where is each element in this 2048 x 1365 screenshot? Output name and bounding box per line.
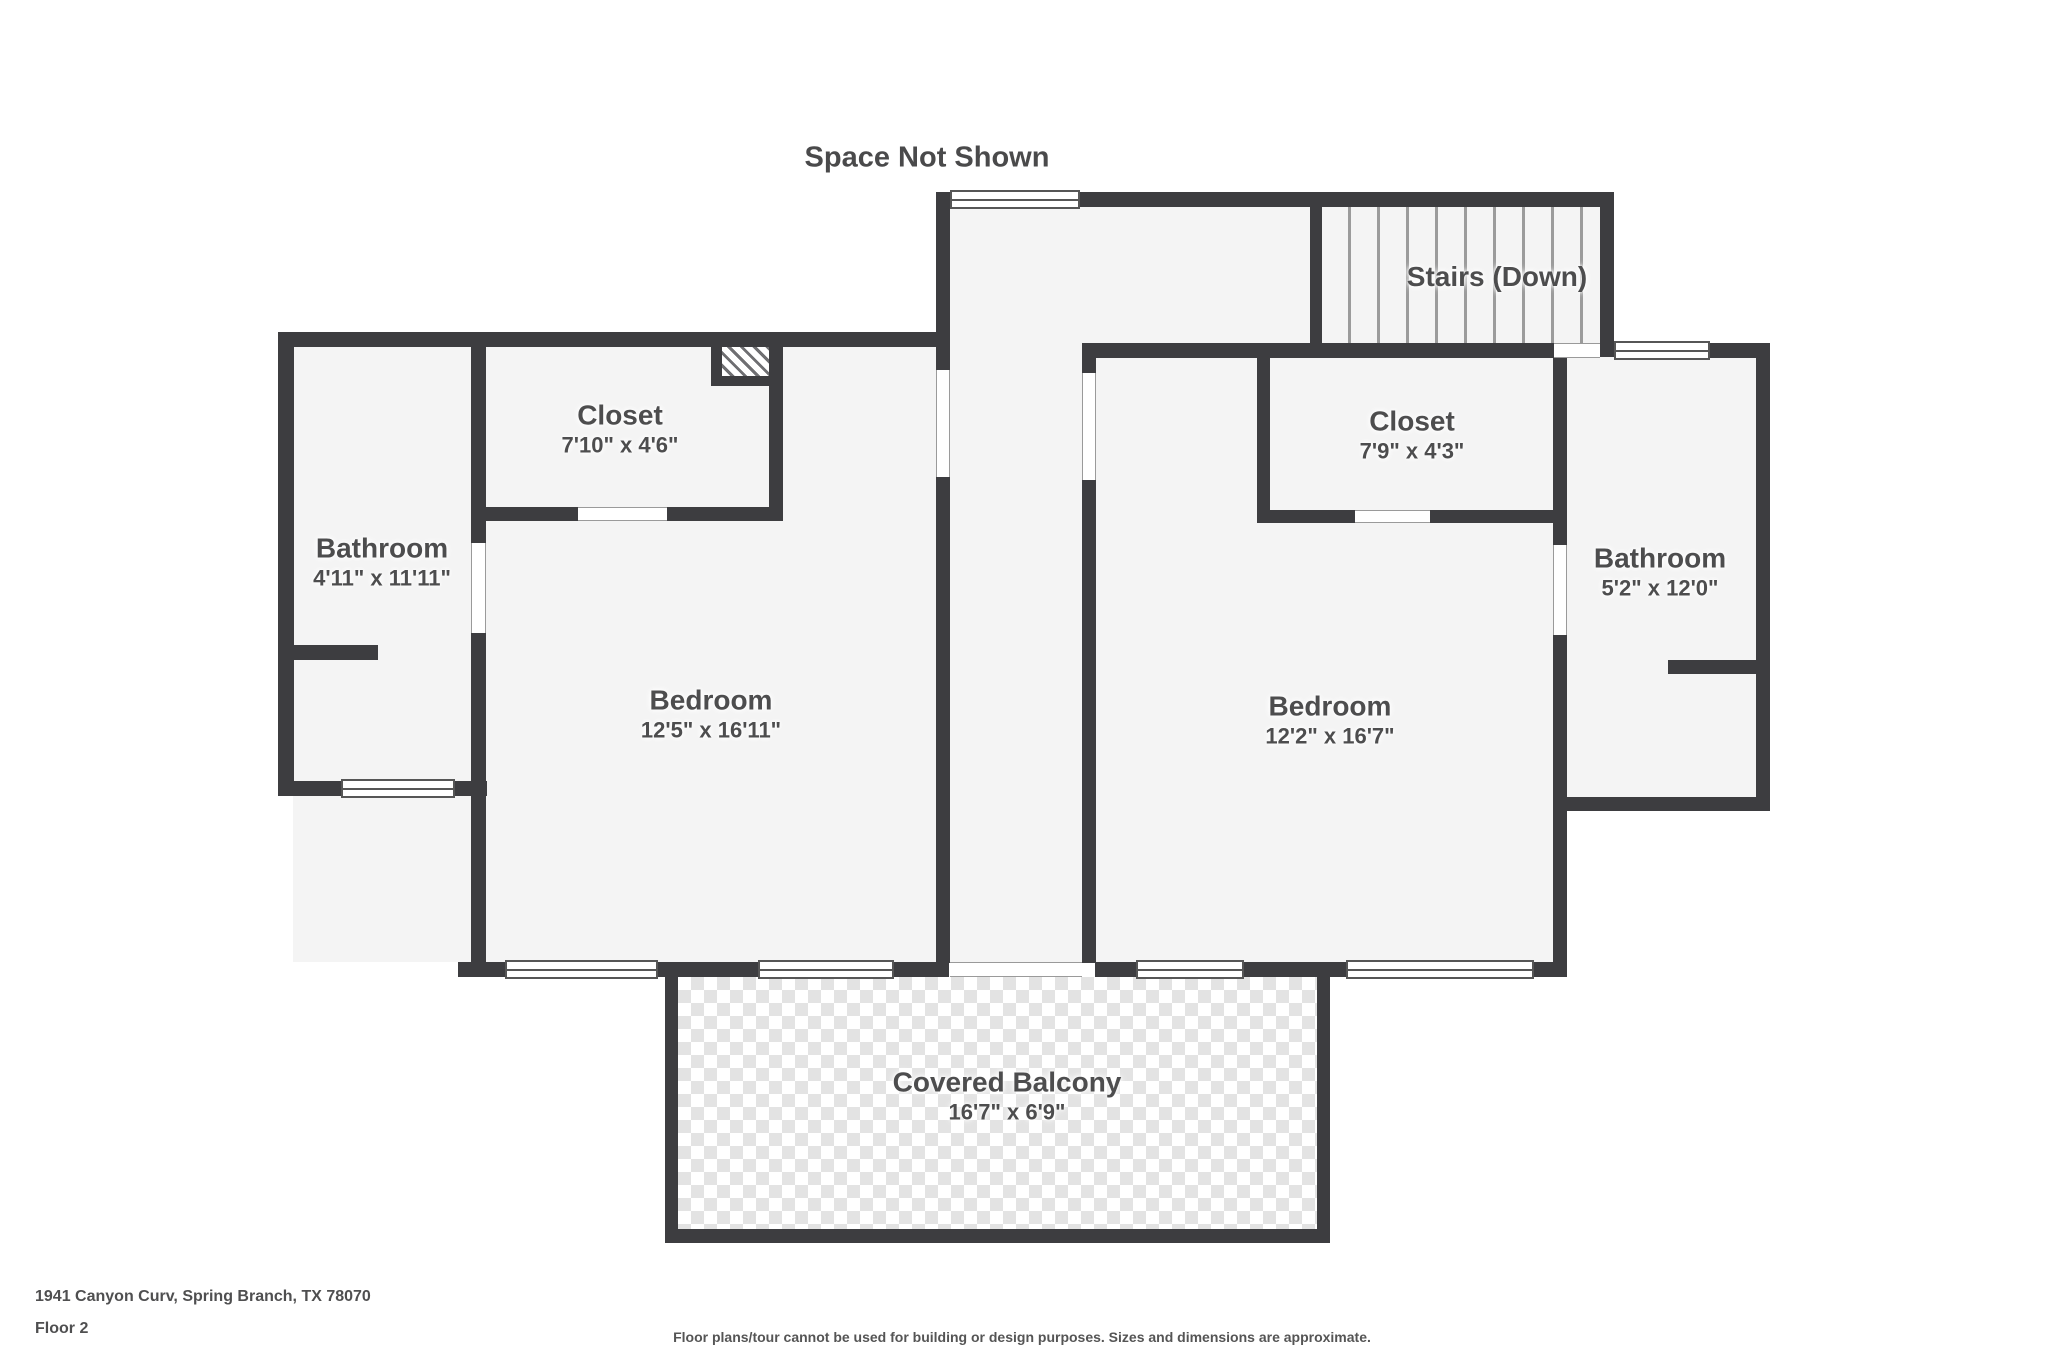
closet-left-label: Closet 7'10" x 4'6" [562,400,679,461]
door-opening [950,962,1082,977]
room-name: Closet [577,399,663,431]
floor-number-label: Floor 2 [35,1320,89,1337]
window-icon [1614,341,1710,360]
door-opening [471,543,486,633]
window-icon [950,190,1080,209]
door-opening [936,370,950,477]
bathroom-left-label: Bathroom 4'11" x 11'11" [313,533,451,594]
wall [667,507,783,521]
room-name: Bathroom [315,532,449,564]
room-dimensions: 7'10" x 4'6" [561,432,679,458]
room-name: Bedroom [649,684,773,716]
wall [1082,480,1096,963]
wall [1553,797,1770,811]
balcony-label: Covered Balcony 16'7" x 6'9" [893,1067,1122,1128]
wall [1668,660,1756,674]
door-opening [1355,510,1430,523]
wall [936,477,950,963]
room-name: Closet [1369,405,1455,437]
bathroom-right-label: Bathroom 5'2" x 12'0" [1594,543,1726,604]
balcony-left-wall [665,962,678,1243]
address-label: 1941 Canyon Curv, Spring Branch, TX 7807… [35,1288,371,1305]
wall [711,376,770,386]
bedroom-left-label: Bedroom 12'5" x 16'11" [641,685,781,746]
room-name: Bathroom [1593,542,1727,574]
wall [278,332,294,796]
hallway-floor [949,343,1082,963]
bedroom-right-label: Bedroom 12'2" x 16'7" [1265,691,1394,752]
wall [471,633,486,963]
room-name: Stairs (Down) [1406,260,1588,292]
wall [471,347,486,543]
wall [1600,192,1614,357]
door-opening [578,507,667,521]
window-icon [1136,960,1244,979]
stairs-treads-icon [1322,206,1600,343]
room-dimensions: 7'9" x 4'3" [1359,438,1465,464]
room-dimensions: 12'5" x 16'11" [640,717,782,743]
wall [1710,343,1770,358]
wall [769,347,783,521]
room-name: Covered Balcony [892,1066,1122,1098]
window-icon [1346,960,1534,979]
stairs-label: Stairs (Down) [1407,261,1587,293]
room-dimensions: 5'2" x 12'0" [1601,575,1719,601]
left-section-floor [293,347,936,962]
wall [711,347,722,386]
right-section-floor [1095,357,1553,962]
wall [936,192,1614,207]
space-not-shown-label: Space Not Shown [804,141,1050,174]
wall [293,645,378,660]
disclaimer-label: Floor plans/tour cannot be used for buil… [673,1329,1371,1345]
wall [1553,357,1567,545]
wall [1430,510,1567,523]
wall [1082,343,1554,358]
bathroom-right-floor [1567,357,1757,797]
stairs-divider-wall [1310,206,1322,344]
balcony-right-wall [1317,962,1330,1243]
room-dimensions: 16'7" x 6'9" [948,1099,1066,1125]
wall [936,192,950,370]
window-icon [341,779,455,798]
room-dimensions: 12'2" x 16'7" [1265,723,1395,749]
door-opening [1553,545,1567,635]
wall-hatch-icon [722,347,770,376]
wall [1756,343,1770,810]
wall [1257,510,1355,523]
door-opening [1082,373,1096,480]
room-name: Bedroom [1268,690,1392,722]
wall [486,507,578,521]
wall [1257,357,1270,523]
room-dimensions: 4'11" x 11'11" [313,565,451,591]
window-icon [758,960,894,979]
wall [278,332,949,347]
window-icon [505,960,658,979]
wall [1082,343,1096,373]
closet-right-label: Closet 7'9" x 4'3" [1360,406,1465,467]
door-opening [1554,343,1600,358]
balcony-tile-floor [678,977,1317,1229]
balcony-bottom-wall [665,1229,1330,1243]
